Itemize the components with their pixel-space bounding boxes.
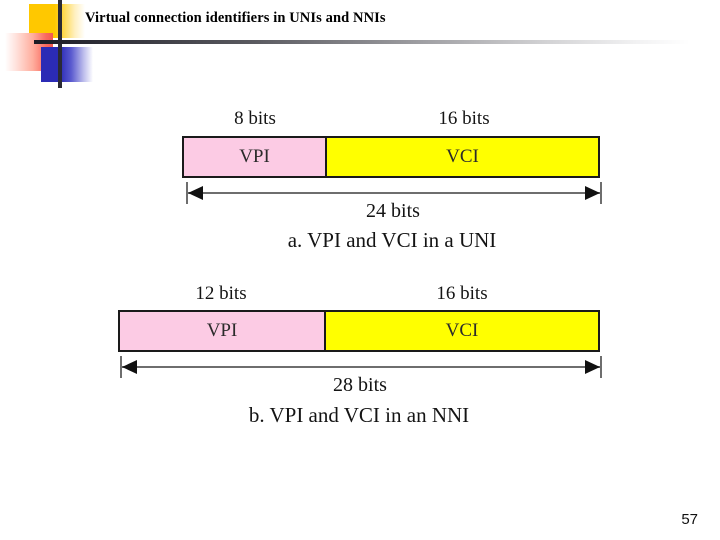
decoration-horizontal-rule bbox=[34, 40, 690, 44]
nni-arrow-tick-left bbox=[120, 356, 122, 378]
uni-total-size-label: 24 bits bbox=[366, 200, 420, 222]
page-title: Virtual connection identifiers in UNIs a… bbox=[85, 10, 386, 26]
nni-vpi-size-label: 12 bits bbox=[195, 283, 247, 304]
nni-total-width-arrow bbox=[120, 356, 602, 378]
nni-arrow-tick-right bbox=[600, 356, 602, 378]
uni-arrow-tick-right bbox=[600, 182, 602, 204]
uni-arrow-tick-left bbox=[186, 182, 188, 204]
nni-vpi-field: VPI bbox=[118, 310, 326, 352]
decoration-blue-square bbox=[41, 47, 93, 82]
nni-arrow-head-left bbox=[122, 360, 137, 374]
decoration-yellow-square bbox=[29, 4, 85, 38]
uni-vci-size-label: 16 bits bbox=[438, 108, 490, 129]
uni-vpi-field: VPI bbox=[182, 136, 327, 178]
nni-vci-field: VCI bbox=[326, 310, 600, 352]
nni-arrow-head-right bbox=[585, 360, 600, 374]
uni-vpi-size-label: 8 bits bbox=[234, 108, 276, 129]
uni-arrow-shaft bbox=[188, 192, 600, 194]
nni-total-size-label: 28 bits bbox=[333, 374, 387, 396]
uni-vci-field: VCI bbox=[327, 136, 600, 178]
nni-arrow-shaft bbox=[122, 366, 600, 368]
nni-caption: b. VPI and VCI in an NNI bbox=[248, 403, 470, 427]
uni-total-width-arrow bbox=[186, 182, 602, 204]
uni-caption: a. VPI and VCI in a UNI bbox=[287, 228, 497, 252]
uni-arrow-head-right bbox=[585, 186, 600, 200]
decoration-vertical-rule bbox=[58, 0, 62, 88]
decoration-red-square bbox=[5, 33, 53, 71]
uni-arrow-head-left bbox=[188, 186, 203, 200]
nni-vci-size-label: 16 bits bbox=[436, 283, 488, 304]
slide-number: 57 bbox=[681, 511, 698, 528]
